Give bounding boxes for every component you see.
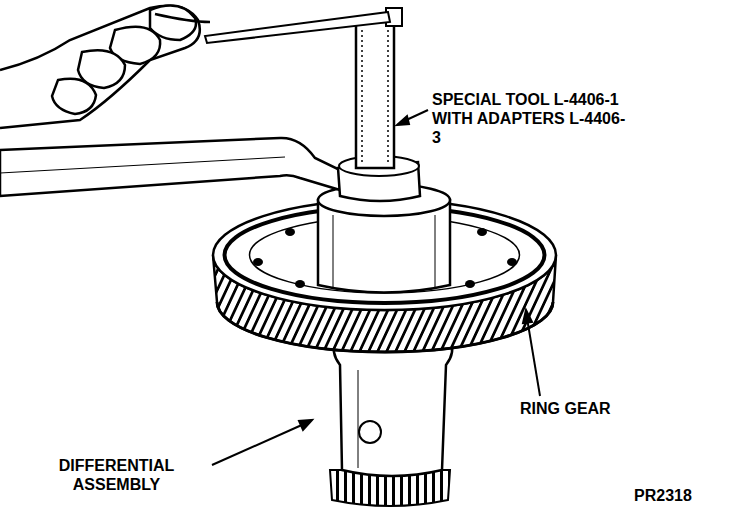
ring-gear <box>213 200 556 352</box>
ratchet-handle <box>205 12 390 43</box>
figure-number: PR2318 <box>634 486 692 505</box>
differential-case <box>334 340 453 476</box>
part-label: DIFFERENTIAL ASSEMBLY <box>52 456 181 494</box>
special-tool-screw <box>356 8 402 168</box>
hand <box>0 6 210 129</box>
part-label: SPECIAL TOOL L-4406-1 WITH ADAPTERS L-44… <box>432 90 629 147</box>
part-label: RING GEAR <box>520 399 611 418</box>
leader-lines <box>212 110 540 465</box>
